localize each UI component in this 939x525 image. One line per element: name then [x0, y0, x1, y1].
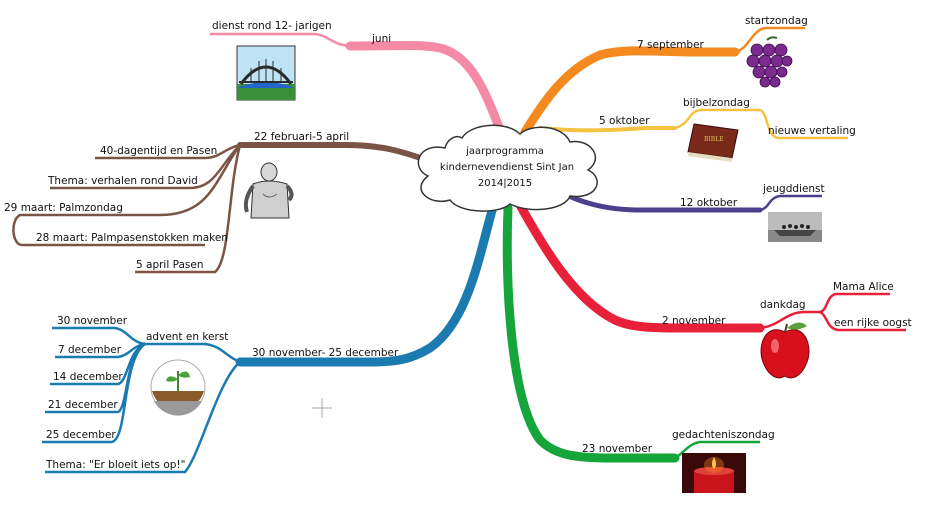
node-mama-alice: Mama Alice: [833, 281, 894, 293]
david-statue-icon: [243, 162, 294, 219]
boat-icon: [768, 212, 822, 242]
branch-label-nov-dec: 30 november- 25 december: [252, 347, 399, 359]
node-dienst-12-jarigen: dienst rond 12- jarigen: [212, 20, 332, 32]
branch-nov23: 23 november gedachteniszondag: [502, 203, 775, 493]
crosshair-icon: [312, 398, 332, 418]
branch-nov2: 2 november dankdag Mama Alice een rijke …: [515, 200, 912, 379]
node-pasen: 5 april Pasen: [136, 259, 204, 271]
branch-label-juni: juni: [371, 33, 391, 45]
node-40-dagentijd: 40-dagentijd en Pasen: [100, 145, 217, 157]
candle-icon: [682, 453, 746, 493]
branch-label-feb-apr: 22 februari-5 april: [254, 131, 349, 143]
branch-label-nov2: 2 november: [662, 315, 726, 327]
center-subtitle: kindernevendienst Sint Jan: [440, 162, 574, 173]
seedling-icon: [150, 359, 206, 416]
node-jeugddienst: jeugddienst: [762, 183, 825, 195]
node-rijke-oogst: een rijke oogst: [834, 317, 912, 329]
node-14-december: 14 december: [53, 371, 123, 383]
branch-okt5: 5 oktober bijbelzondag nieuwe vertaling …: [538, 97, 856, 162]
branch-sep: 7 september startzondag: [520, 15, 808, 137]
node-dankdag: dankdag: [760, 299, 806, 311]
svg-text:BIBLE: BIBLE: [704, 136, 724, 143]
node-palmpasenstokken: 28 maart: Palmpasenstokken maken: [36, 232, 228, 244]
center-year: 2014|2015: [478, 178, 532, 189]
node-advent-kerst: advent en kerst: [146, 331, 228, 343]
node-gedachteniszondag: gedachteniszondag: [672, 429, 775, 441]
node-21-december: 21 december: [48, 399, 118, 411]
bridge-icon: [236, 45, 296, 101]
branch-label-okt5: 5 oktober: [599, 115, 650, 127]
node-thema-david: Thema: verhalen rond David: [47, 175, 198, 187]
node-startzondag: startzondag: [745, 15, 808, 27]
bible-icon: BIBLE: [687, 123, 739, 162]
node-nieuwe-vertaling: nieuwe vertaling: [768, 125, 856, 137]
branch-juni: juni dienst rond 12- jarigen: [210, 20, 505, 135]
center-title: jaarprogramma: [465, 146, 544, 157]
node-25-december: 25 december: [46, 429, 116, 441]
apple-icon: [760, 322, 810, 379]
branch-nov-dec: 30 november- 25 december advent en kerst…: [42, 195, 500, 474]
branch-label-nov23: 23 november: [582, 443, 653, 455]
branch-label-sep: 7 september: [637, 39, 705, 51]
node-palmzondag: 29 maart: Palmzondag: [4, 202, 123, 214]
node-30-november: 30 november: [57, 315, 128, 327]
branch-feb-apr: 22 februari-5 april 40-dagentijd en Pase…: [4, 131, 443, 274]
center-node: jaarprogramma kindernevendienst Sint Jan…: [417, 124, 598, 212]
node-bijbelzondag: bijbelzondag: [683, 97, 750, 109]
node-7-december: 7 december: [58, 344, 122, 356]
grapes-icon: [746, 36, 793, 88]
node-thema-bloeit: Thema: "Er bloeit iets op!": [45, 459, 185, 471]
branch-label-okt12: 12 oktober: [680, 197, 738, 209]
